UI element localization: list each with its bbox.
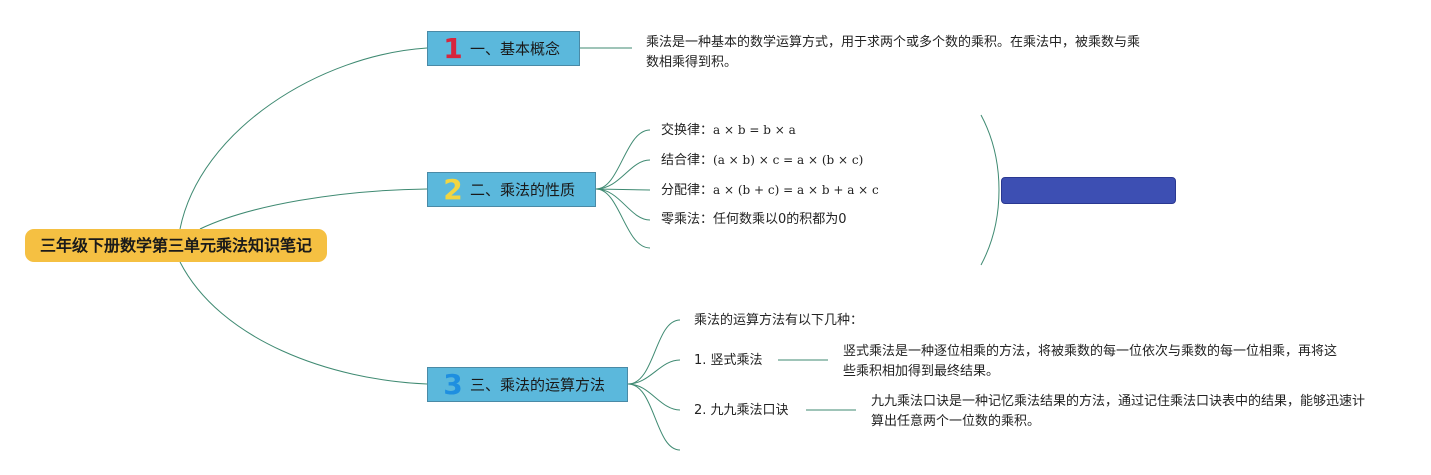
connector-root-branch-1 xyxy=(179,47,428,230)
basic-concept-description: 乘法是一种基本的数学运算方式，用于求两个或多个数的乘积。在乘法中，被乘数与乘数相… xyxy=(646,35,1141,70)
number-3-icon: 3 xyxy=(443,367,463,401)
methods-intro: 乘法的运算方法有以下几种： xyxy=(694,313,864,328)
connector-branch-2-item-1 xyxy=(595,129,651,190)
branch-label: 一、基本概念 xyxy=(470,40,561,58)
property-name: 零乘法： xyxy=(661,212,714,227)
property-name: 交换律： xyxy=(661,123,714,138)
root-topic[interactable]: 三年级下册数学第三单元乘法知识笔记 xyxy=(25,229,327,262)
branch-properties[interactable]: 2 二、乘法的性质 xyxy=(427,172,596,207)
summary-bracket xyxy=(980,114,1000,266)
branch-label: 三、乘法的运算方法 xyxy=(470,376,606,394)
property-zero: 零乘法：任何数乘以0的积都为0 xyxy=(661,210,847,230)
connector-branch-2-item-3 xyxy=(595,188,651,191)
property-name: 结合律： xyxy=(661,153,714,168)
connector-branch-3-item-4 xyxy=(627,383,681,451)
property-formula: a × (b + c) = a × b + a × c xyxy=(713,183,879,197)
property-distributive: 分配律：a × (b + c) = a × b + a × c xyxy=(661,180,879,201)
branch-calculation-methods[interactable]: 3 三、乘法的运算方法 xyxy=(427,367,628,402)
connector-branch-3-item-3 xyxy=(627,383,681,411)
method-vertical-multiplication: 1. 竖式乘法 xyxy=(694,353,763,368)
number-2-icon: 2 xyxy=(443,172,463,206)
property-formula: a × b = b × a xyxy=(713,123,796,137)
connector-branch-3-item-2 xyxy=(627,359,681,385)
property-commutative: 交换律：a × b = b × a xyxy=(661,120,796,141)
connector-branch-2-item-5 xyxy=(595,188,651,249)
method-vertical-description: 竖式乘法是一种逐位相乘的方法，将被乘数的每一位依次与乘数的每一位相乘，再将这些乘… xyxy=(843,344,1338,379)
connector-branch-2-item-2 xyxy=(595,159,651,190)
method-times-table: 2. 九九乘法口诀 xyxy=(694,403,789,418)
property-name: 分配律： xyxy=(661,183,714,198)
connector-branch-3-item-1 xyxy=(627,319,681,385)
property-formula: (a × b) × c = a × (b × c) xyxy=(713,153,864,167)
connector-root-branch-3 xyxy=(179,261,428,385)
branch-basic-concept[interactable]: 1 一、基本概念 xyxy=(427,31,580,66)
summary-box[interactable] xyxy=(1001,177,1176,204)
branch-label: 二、乘法的性质 xyxy=(470,181,576,199)
number-1-icon: 1 xyxy=(443,31,463,65)
method-times-table-description: 九九乘法口诀是一种记忆乘法结果的方法，通过记住乘法口诀表中的结果，能够迅速计算出… xyxy=(871,394,1366,429)
connector-branch-2-item-4 xyxy=(595,188,651,221)
connector-root-branch-2 xyxy=(199,188,428,230)
property-associative: 结合律：(a × b) × c = a × (b × c) xyxy=(661,150,863,171)
property-formula: 任何数乘以0的积都为0 xyxy=(713,212,847,227)
